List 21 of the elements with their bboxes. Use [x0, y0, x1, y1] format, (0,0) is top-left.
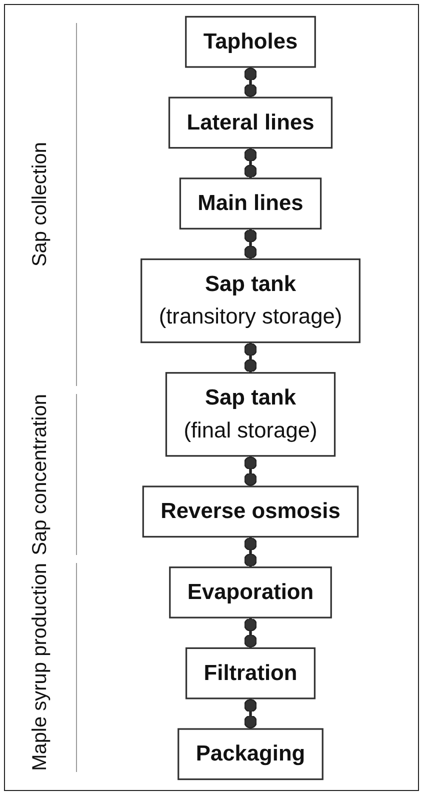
connector	[244, 147, 258, 178]
group-label: Sap concentration	[29, 394, 52, 555]
connector	[244, 698, 258, 728]
connector	[244, 536, 258, 567]
node-box	[185, 646, 316, 699]
connector	[244, 617, 258, 648]
node-box	[140, 258, 360, 343]
connector	[244, 66, 258, 98]
node-box	[179, 177, 322, 229]
node-box	[168, 96, 333, 148]
node-box	[165, 372, 336, 456]
group-label: Maple syrup production	[29, 563, 52, 772]
node-box	[142, 485, 359, 538]
node-box	[169, 566, 332, 618]
flowchart: Tapholes Lateral lines Main lines Sap tank (transitory storage) Sap tank (final storage) Reverse osmosis Evaporation Filtration Packaging	[83, 8, 418, 788]
connector	[244, 455, 258, 486]
connector	[244, 342, 258, 372]
node-box	[185, 15, 316, 68]
connector	[244, 228, 258, 259]
node-box	[178, 728, 324, 780]
group-label: Sap collection	[29, 142, 52, 267]
